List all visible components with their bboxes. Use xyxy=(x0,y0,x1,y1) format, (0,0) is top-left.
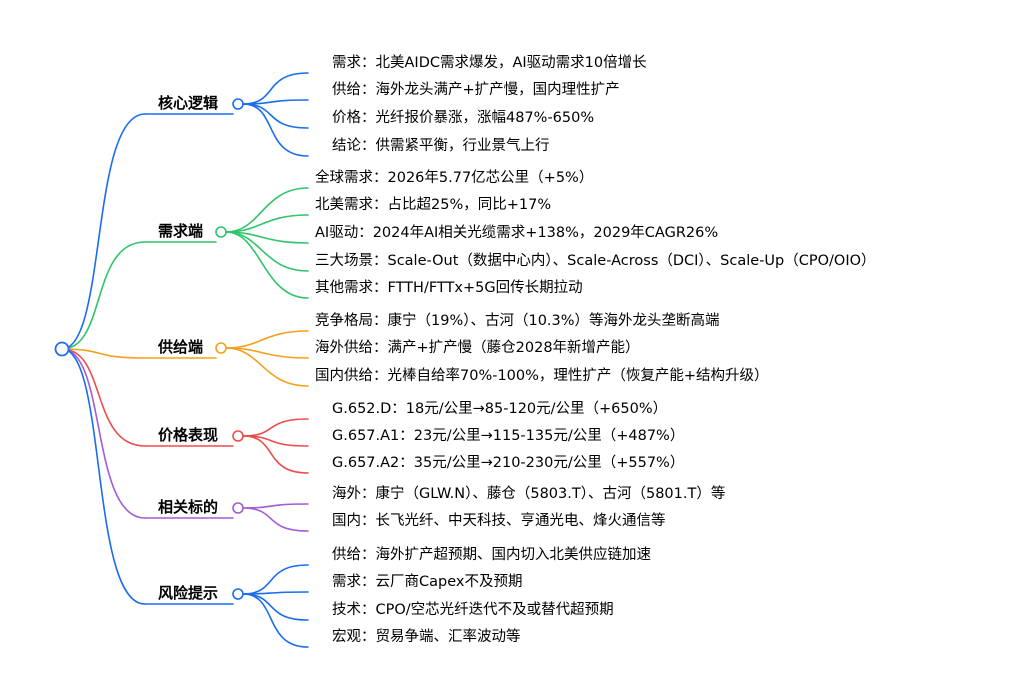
branch-node-toggle[interactable] xyxy=(215,226,227,238)
root-node-toggle[interactable] xyxy=(54,341,70,357)
leaf-connector xyxy=(225,330,309,349)
leaf-item: 全球需求：2026年5.77亿芯公里（+5%） xyxy=(315,170,594,186)
branch-connector xyxy=(61,348,146,519)
branch-connector xyxy=(61,348,146,359)
leaf-item: 竞争格局：康宁（19%）、古河（10.3%）等海外龙头垄断高端 xyxy=(315,313,720,329)
leaf-item: 海外：康宁（GLW.N）、藤仓（5803.T）、古河（5801.T）等 xyxy=(332,486,726,502)
leaf-item: 供给：海外扩产超预期、国内切入北美供应链加速 xyxy=(332,547,651,563)
leaf-item: 结论：供需紧平衡，行业景气上行 xyxy=(332,138,550,154)
leaf-item: 三大场景：Scale-Out（数据中心内）、Scale-Across（DCI）、… xyxy=(315,253,876,269)
leaf-item: 海外供给：满产+扩产慢（藤仓2028年新增产能） xyxy=(315,340,640,356)
leaf-item: 技术：CPO/空芯光纤迭代不及或替代超预期 xyxy=(332,602,614,618)
branch-label[interactable]: 价格表现 xyxy=(158,426,219,444)
branch-node-toggle[interactable] xyxy=(232,98,244,110)
leaf-connector xyxy=(242,103,309,157)
branch-node-toggle[interactable] xyxy=(232,502,244,514)
leaf-connector xyxy=(242,507,309,532)
branch-label[interactable]: 供给端 xyxy=(158,338,204,356)
leaf-item: 需求：云厂商Capex不及预期 xyxy=(332,574,523,590)
leaf-connector xyxy=(242,72,309,105)
leaf-connector xyxy=(242,103,309,129)
branch-node-toggle[interactable] xyxy=(215,342,227,354)
leaf-connector xyxy=(242,418,309,437)
leaf-item: 国内：长飞光纤、中天科技、亨通光电、烽火通信等 xyxy=(332,513,666,529)
leaf-item: 价格：光纤报价暴涨，涨幅487%-650% xyxy=(332,110,595,126)
leaf-item: G.652.D：18元/公里→85-120元/公里（+650%） xyxy=(332,401,668,417)
leaf-item: 其他需求：FTTH/FTTx+5G回传长期拉动 xyxy=(315,280,583,296)
branch-label[interactable]: 需求端 xyxy=(158,222,204,240)
branch-node-toggle[interactable] xyxy=(232,430,244,442)
branch-connector xyxy=(61,348,146,447)
leaf-item: 宏观：贸易争端、汇率波动等 xyxy=(332,629,521,645)
leaf-item: 需求：北美AIDC需求爆发，AI驱动需求10倍增长 xyxy=(332,55,647,71)
leaf-connector xyxy=(242,435,309,474)
leaf-connector xyxy=(225,187,309,233)
leaf-item: G.657.A2：35元/公里→210-230元/公里（+557%） xyxy=(332,455,685,471)
leaf-item: G.657.A1：23元/公里→115-135元/公里（+487%） xyxy=(332,428,685,444)
leaf-connector xyxy=(242,503,309,509)
branch-label[interactable]: 风险提示 xyxy=(158,584,219,602)
branch-label[interactable]: 核心逻辑 xyxy=(158,94,219,112)
leaf-item: AI驱动：2024年AI相关光缆需求+138%，2029年CAGR26% xyxy=(315,225,719,241)
leaf-connector xyxy=(225,231,309,299)
leaf-connector xyxy=(225,347,309,387)
leaf-item: 北美需求：占比超25%，同比+17% xyxy=(315,197,552,213)
branch-label[interactable]: 相关标的 xyxy=(158,498,219,516)
leaf-connector xyxy=(242,593,309,648)
branch-connector xyxy=(61,348,146,605)
branch-connector xyxy=(61,113,146,350)
leaf-connector xyxy=(225,214,309,233)
branch-connector xyxy=(61,241,146,350)
leaf-item: 国内供给：光棒自给率70%-100%，理性扩产（恢复产能+结构升级） xyxy=(315,368,769,384)
leaf-connector xyxy=(242,99,309,105)
leaf-connector xyxy=(242,593,309,621)
branch-node-toggle[interactable] xyxy=(232,588,244,600)
leaf-connector xyxy=(242,564,309,595)
leaf-item: 供给：海外龙头满产+扩产慢，国内理性扩产 xyxy=(332,82,620,98)
